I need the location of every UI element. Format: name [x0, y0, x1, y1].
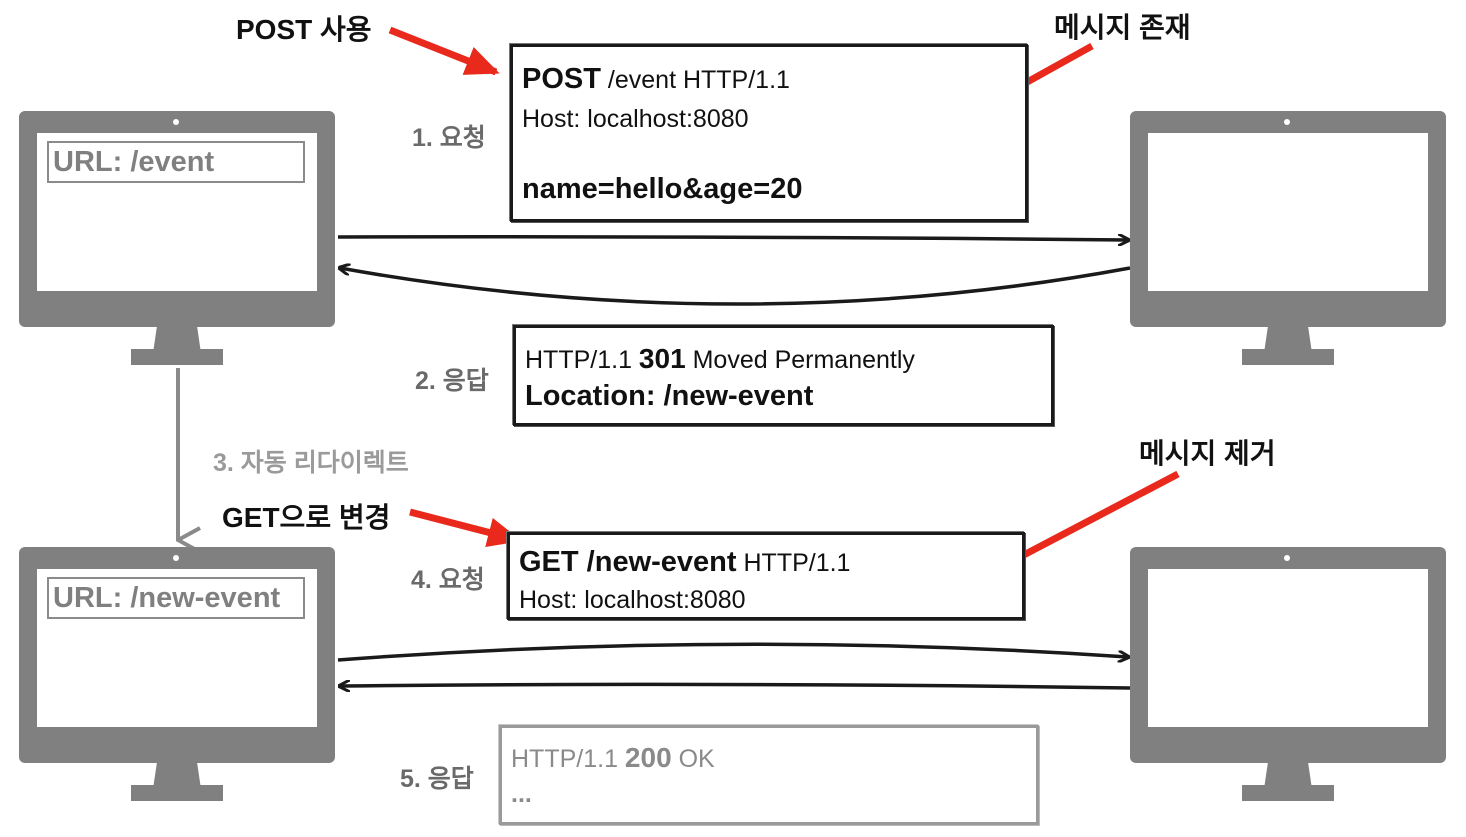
client-monitor-top: URL: /event: [19, 111, 335, 365]
arrow-request-2: [337, 642, 1128, 660]
arrow-response-2: [340, 684, 1131, 688]
response-1-reason: Moved Permanently: [685, 346, 915, 374]
url-bar-top: URL: /event: [47, 141, 305, 183]
client-monitor-bottom: URL: /new-event: [19, 547, 335, 801]
response-1-location: Location: /new-event: [525, 380, 814, 412]
url-bar-bottom: URL: /new-event: [47, 577, 305, 619]
step-4-label: 4. 요청: [411, 566, 485, 594]
arrow-response-1: [340, 268, 1131, 306]
request-1-path: /event HTTP/1.1: [600, 66, 790, 94]
arrow-annot-get: [409, 508, 522, 547]
step-3-label: 3. 자동 리다이렉트: [213, 449, 409, 477]
response-1-version: HTTP/1.1: [525, 346, 639, 374]
arrow-annot-post: [388, 26, 500, 76]
annotation-message-exists: 메시지 존재: [1054, 12, 1191, 43]
annotation-post-use: POST 사용: [236, 14, 372, 45]
arrow-request-1: [337, 237, 1128, 240]
server-monitor-bottom: [1130, 547, 1446, 801]
step-5-label: 5. 응답: [400, 765, 474, 793]
response-2-status: 200: [624, 742, 672, 773]
request-2-host: Host: localhost:8080: [519, 586, 746, 614]
request-2-box: GET /new-event HTTP/1.1 Host: localhost:…: [507, 532, 1025, 620]
request-1-box: POST /event HTTP/1.1 Host: localhost:808…: [510, 44, 1028, 222]
response-2-reason: OK: [671, 745, 715, 773]
request-1-host: Host: localhost:8080: [522, 105, 749, 133]
response-1-box: HTTP/1.1 301 Moved Permanently Location:…: [513, 325, 1054, 426]
request-1-method: POST: [522, 63, 601, 95]
step-1-label: 1. 요청: [412, 124, 486, 152]
request-2-method-path: GET /new-event: [519, 546, 737, 578]
request-2-version: HTTP/1.1: [736, 549, 851, 577]
annotation-message-removed: 메시지 제거: [1139, 438, 1276, 469]
response-2-version: HTTP/1.1: [511, 745, 625, 773]
response-2-ellipsis: ...: [511, 780, 532, 808]
server-monitor-top: [1130, 111, 1446, 365]
step-2-label: 2. 응답: [415, 367, 489, 395]
response-1-status: 301: [638, 343, 686, 374]
annotation-get-change: GET으로 변경: [222, 502, 391, 533]
response-2-box: HTTP/1.1 200 OK ...: [499, 725, 1039, 825]
request-1-body: name=hello&age=20: [522, 173, 803, 205]
